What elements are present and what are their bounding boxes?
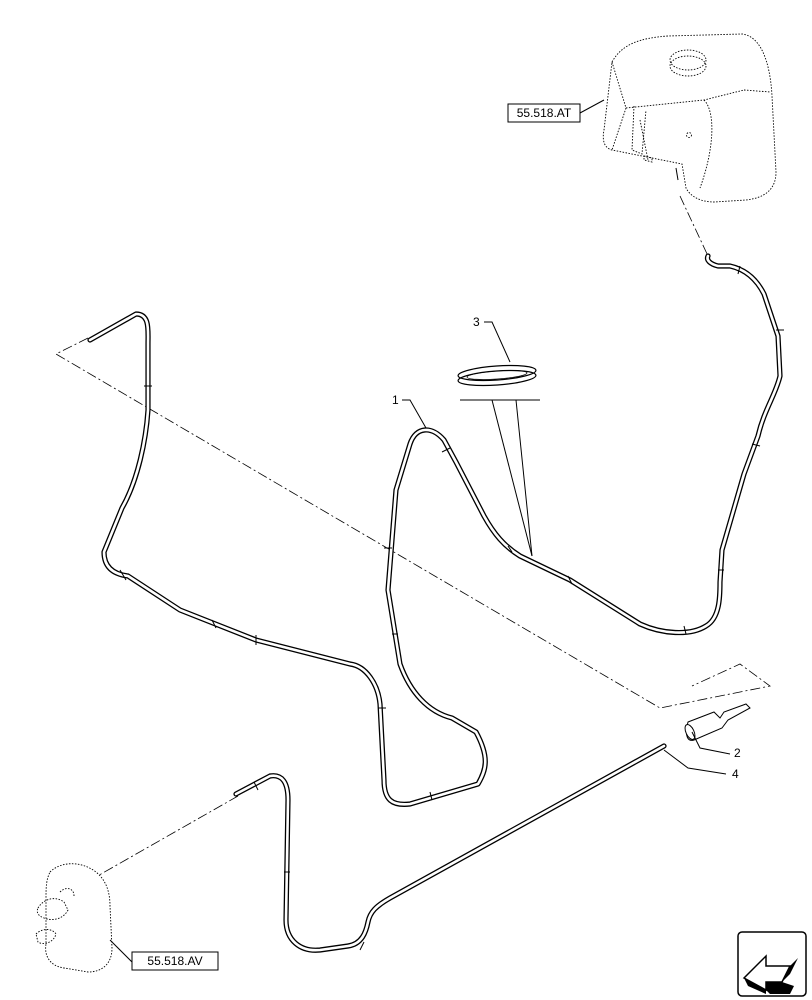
callout-1[interactable]: 1 [392,393,427,429]
callout-number-1[interactable]: 1 [392,393,399,407]
callout-number-2[interactable]: 2 [734,746,741,760]
callout-4[interactable]: 4 [663,749,739,781]
washer-hose-item-1 [87,253,784,807]
callout-number-3[interactable]: 3 [473,315,480,329]
nozzle-reference-tag[interactable]: 55.518.AV [109,939,219,971]
callout-2[interactable]: 2 [691,731,741,760]
back-arrow-icon[interactable] [737,931,807,997]
washer-hose-item-4 [233,743,667,953]
callout-number-4[interactable]: 4 [732,767,739,781]
nozzle-reference-label[interactable]: 55.518.AV [147,954,202,968]
reservoir-reference-label[interactable]: 55.518.AT [517,106,572,120]
connector-item-2 [684,703,751,741]
washer-reservoir [602,33,777,203]
alignment-lines [55,195,771,879]
reservoir-reference-tag[interactable]: 55.518.AT [507,99,605,123]
clamp-item-3 [457,364,540,557]
washer-nozzle [35,863,113,973]
callout-3[interactable]: 3 [473,315,511,363]
